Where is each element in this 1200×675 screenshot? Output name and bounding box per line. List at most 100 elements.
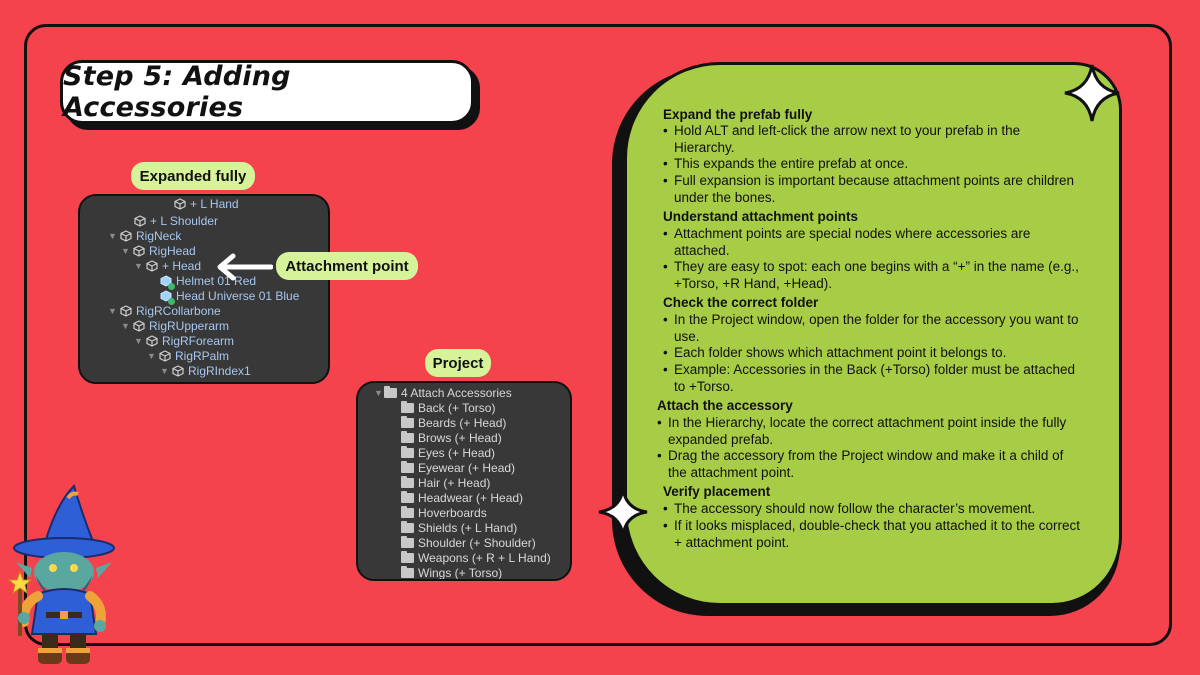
- hierarchy-row-label: Head Universe 01 Blue: [176, 288, 300, 303]
- page-title: Step 5: Adding Accessories: [63, 61, 291, 123]
- gameobject-icon: [134, 214, 146, 227]
- folder-label: Eyewear (+ Head): [418, 460, 516, 475]
- hierarchy-row[interactable]: + L Shoulder: [134, 213, 218, 228]
- section-title: Check the correct folder: [663, 295, 819, 310]
- section-title: Attach the accessory: [657, 398, 793, 413]
- section-title: Expand the prefab fully: [663, 107, 813, 122]
- section-title: Understand attachment points: [663, 209, 859, 224]
- folder-icon: [401, 490, 414, 503]
- project-folder-row[interactable]: Shoulder (+ Shoulder): [401, 535, 536, 550]
- gameobject-icon: [120, 304, 132, 317]
- folder-icon: [401, 460, 414, 473]
- folder-label: Weapons (+ R + L Hand): [418, 550, 551, 565]
- project-folder-row[interactable]: Weapons (+ R + L Hand): [401, 550, 551, 565]
- project-folder-row[interactable]: Headwear (+ Head): [401, 490, 523, 505]
- project-folder-row[interactable]: Wings (+ Torso): [401, 565, 503, 580]
- bullet-item: •Hold ALT and left-click the arrow next …: [663, 123, 1021, 155]
- expanded-fully-label: Expanded fully: [131, 162, 255, 190]
- gameobject-icon: [172, 364, 184, 377]
- expand-arrow-icon[interactable]: ▼: [147, 350, 156, 361]
- hierarchy-panel: + L Hand + L Shoulder ▼ RigNeck ▼ RigHea…: [78, 194, 330, 384]
- bullet-item: •The accessory should now follow the cha…: [663, 501, 1036, 516]
- project-folder-row[interactable]: Shields (+ L Hand): [401, 520, 517, 535]
- gameobject-icon: [174, 197, 186, 210]
- hierarchy-row-label: RigRForearm: [162, 333, 235, 348]
- folder-label: Hair (+ Head): [418, 475, 491, 490]
- project-panel: ▼ 4 Attach Accessories Back (+ Torso) Be…: [356, 381, 572, 581]
- hierarchy-row-label: RigRIndex1: [188, 363, 251, 378]
- folder-icon: [401, 565, 414, 578]
- expand-arrow-icon[interactable]: ▼: [108, 305, 117, 316]
- project-folder-row[interactable]: Hair (+ Head): [401, 475, 490, 490]
- hierarchy-row[interactable]: ▼ RigNeck: [108, 228, 181, 243]
- gameobject-icon: [159, 349, 171, 362]
- folder-label: Shoulder (+ Shoulder): [418, 535, 536, 550]
- folder-open-icon: [384, 385, 397, 398]
- hierarchy-row[interactable]: ▼ RigRPalm: [147, 348, 229, 363]
- bullet-item: •Attachment points are special nodes whe…: [663, 226, 1031, 258]
- project-label: Project: [425, 349, 491, 377]
- project-folder-row[interactable]: Eyewear (+ Head): [401, 460, 515, 475]
- gameobject-icon: [146, 334, 158, 347]
- folder-icon: [401, 520, 414, 533]
- folder-label: Eyes (+ Head): [418, 445, 496, 460]
- hierarchy-row[interactable]: Head Universe 01 Blue: [160, 288, 300, 305]
- expand-arrow-icon[interactable]: ▼: [134, 260, 143, 271]
- hierarchy-row-label: + L Hand: [190, 196, 239, 211]
- expand-arrow-icon[interactable]: ▼: [121, 320, 130, 331]
- gameobject-icon: [146, 259, 158, 272]
- slide-frame: [24, 24, 1172, 646]
- bullet-item: •Full expansion is important because att…: [663, 173, 1074, 205]
- bullet-item: •They are easy to spot: each one begins …: [663, 259, 1079, 291]
- folder-icon: [401, 445, 414, 458]
- hierarchy-row[interactable]: ▼ RigRUpperarm: [121, 318, 229, 333]
- project-folder-row[interactable]: Eyes (+ Head): [401, 445, 495, 460]
- folder-label: Shields (+ L Hand): [418, 520, 518, 535]
- folder-icon: [401, 535, 414, 548]
- folder-label: Beards (+ Head): [418, 415, 507, 430]
- hierarchy-row[interactable]: + L Hand: [174, 196, 239, 211]
- hierarchy-row[interactable]: ▼ RigRIndex1: [160, 363, 251, 378]
- bullet-item: •If it looks misplaced, double-check tha…: [663, 518, 1080, 550]
- expand-arrow-icon[interactable]: ▼: [374, 387, 383, 398]
- hierarchy-row-attachment[interactable]: ▼ + Head: [134, 258, 201, 273]
- project-root-label: 4 Attach Accessories: [401, 385, 512, 400]
- folder-label: Headwear (+ Head): [418, 490, 524, 505]
- expand-arrow-icon[interactable]: ▼: [121, 245, 130, 256]
- hierarchy-row-label: + L Shoulder: [150, 213, 218, 228]
- bullet-item: •This expands the entire prefab at once.: [663, 156, 909, 171]
- sparkle-icon: [1064, 64, 1120, 122]
- hierarchy-row[interactable]: ▼ RigRForearm: [134, 333, 234, 348]
- hierarchy-row-label: + Head: [162, 258, 202, 273]
- hierarchy-row-label: RigNeck: [136, 228, 182, 243]
- hierarchy-row[interactable]: ▼ RigRCollarbone: [108, 303, 221, 318]
- expand-arrow-icon[interactable]: ▼: [108, 230, 117, 241]
- project-folder-row[interactable]: Back (+ Torso): [401, 400, 495, 415]
- gameobject-icon: [120, 229, 132, 242]
- hierarchy-row-label: RigRPalm: [175, 348, 230, 363]
- hierarchy-row[interactable]: ▼ RigHead: [121, 243, 196, 258]
- hierarchy-row-label: RigRUpperarm: [149, 318, 230, 333]
- wizard-mascot-icon: [8, 484, 115, 664]
- folder-icon: [401, 430, 414, 443]
- expand-arrow-icon[interactable]: ▼: [160, 365, 169, 376]
- expand-arrow-icon[interactable]: ▼: [134, 335, 143, 346]
- section-title: Verify placement: [663, 484, 771, 499]
- folder-icon: [401, 550, 414, 563]
- folder-icon: [401, 415, 414, 428]
- project-folder-row[interactable]: Brows (+ Head): [401, 430, 502, 445]
- project-folder-row[interactable]: Beards (+ Head): [401, 415, 506, 430]
- folder-label: Brows (+ Head): [418, 430, 502, 445]
- hierarchy-row[interactable]: Helmet 01 Red: [160, 273, 257, 290]
- folder-icon: [401, 505, 414, 518]
- title-box: Step 5: Adding Accessories: [60, 60, 474, 124]
- folder-label: Hoverboards: [418, 505, 487, 520]
- project-folder-row[interactable]: Hoverboards: [401, 505, 487, 520]
- folder-label: Wings (+ Torso): [418, 565, 503, 580]
- attachment-point-label: Attachment point: [276, 252, 418, 280]
- project-root-row[interactable]: ▼ 4 Attach Accessories: [374, 385, 512, 400]
- prefab-icon: [160, 274, 175, 290]
- gameobject-icon: [133, 319, 145, 332]
- gameobject-icon: [133, 244, 145, 257]
- hierarchy-row-label: Helmet 01 Red: [176, 273, 257, 288]
